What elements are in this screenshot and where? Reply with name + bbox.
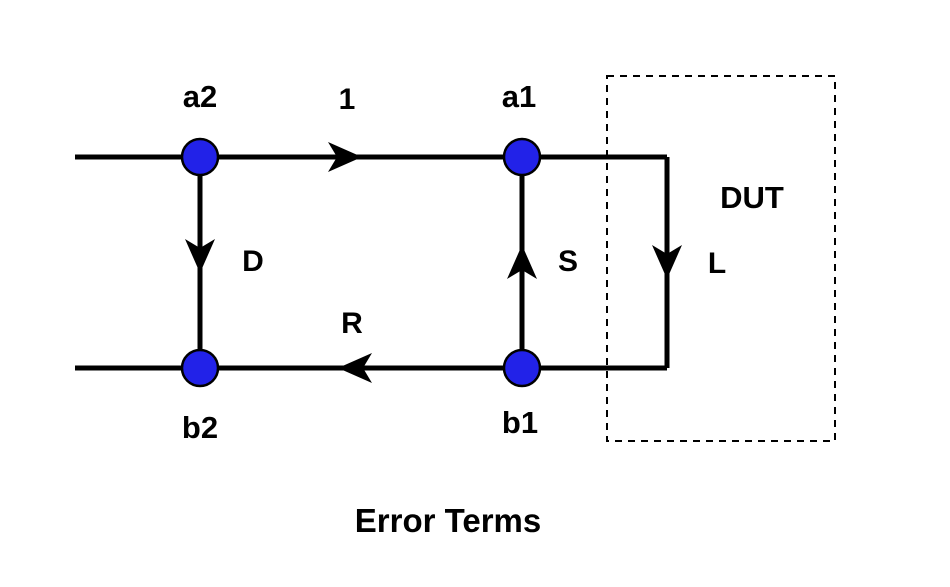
dut-label: DUT: [720, 180, 784, 215]
edge-label-load: L: [708, 247, 726, 280]
node-label-b1: b1: [502, 405, 538, 440]
arrow-right-forward-icon: [328, 142, 362, 172]
arrow-up-source-match-icon: [507, 245, 537, 279]
graph-nodes: [180, 137, 542, 388]
node-label-a2: a2: [183, 79, 217, 114]
arrow-down-load-icon: [652, 245, 682, 279]
branch-lines: [75, 154, 670, 371]
edge-label-directivity: D: [242, 245, 264, 278]
edge-label-reflection-tracking: R: [341, 307, 363, 340]
node-a1: [502, 137, 542, 177]
arrow-down-directivity-icon: [185, 239, 215, 273]
node-a2: [180, 137, 220, 177]
node-b2: [180, 348, 220, 388]
node-label-a1: a1: [502, 79, 536, 114]
figure-title: Error Terms: [355, 502, 541, 539]
node-b1: [502, 348, 542, 388]
dut-dashed-box: [606, 75, 836, 442]
arrow-left-reflection-tracking-icon: [338, 353, 372, 383]
edge-label-forward: 1: [339, 83, 356, 116]
edge-label-source-match: S: [558, 245, 578, 278]
arrowheads: [185, 142, 682, 383]
node-label-b2: b2: [182, 410, 218, 445]
